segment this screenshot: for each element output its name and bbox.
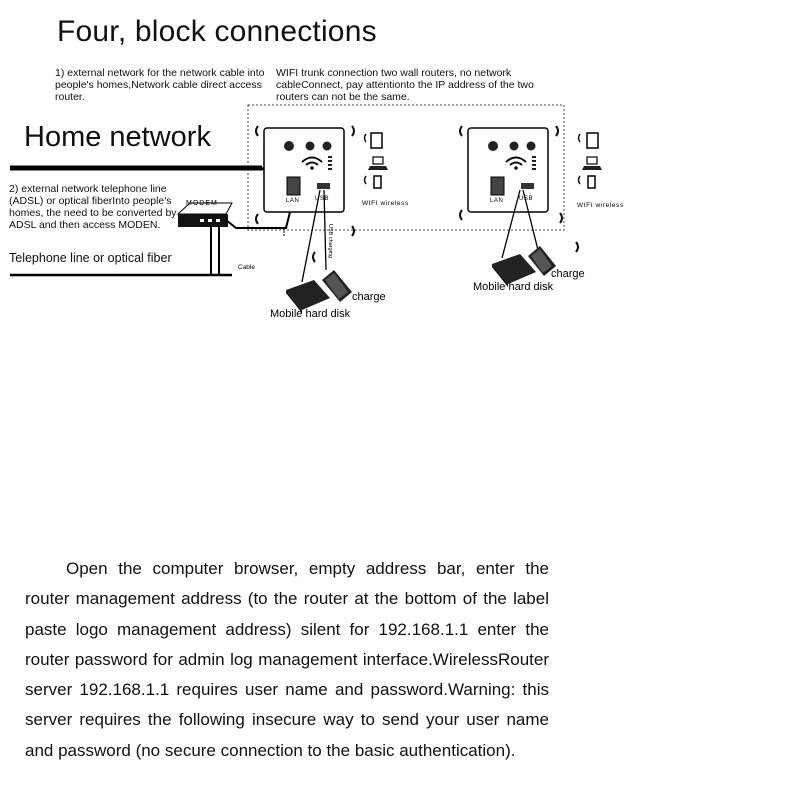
usb-label-left: USB: [315, 196, 329, 202]
usb-charging-label: USB charging: [327, 224, 333, 258]
hard-disk-label-right: Mobile hard disk: [473, 281, 554, 293]
home-network-heading: Home network: [24, 121, 211, 153]
hard-disk-left-icon: [286, 280, 330, 313]
usb-cable-right: [501, 189, 521, 259]
phone-left-icon: [322, 270, 352, 302]
charge-label-left: charge: [352, 291, 386, 303]
wifi-wireless-label-left: WIFI wireless: [362, 200, 409, 207]
cable-label: Cable: [238, 264, 255, 271]
wireless-devices-right-icon: [577, 132, 602, 189]
lan-label-right: LAN: [490, 198, 503, 204]
signal-arcs-icon: [255, 125, 579, 263]
modem-label: MODEM: [186, 200, 218, 207]
phone-right-icon: [528, 246, 556, 276]
charge-label-right: charge: [551, 268, 585, 280]
instructions-text: Open the computer browser, empty address…: [25, 559, 549, 760]
wireless-devices-left-icon: [363, 132, 388, 189]
modem-icon: [176, 202, 233, 227]
telephone-label: Telephone line or optical fiber: [9, 251, 172, 265]
usb-label-right: USB: [519, 196, 533, 202]
instructions-paragraph: Open the computer browser, empty address…: [25, 554, 549, 766]
network-diagram: MODEM Cable LAN USB LAN USB WIFI wireles…: [10, 104, 624, 320]
lan-label-left: LAN: [286, 198, 299, 204]
external-cable-note: 1) external network for the network cabl…: [55, 67, 265, 103]
page-title: Four, block connections: [57, 15, 377, 48]
router-panel-left: [263, 127, 345, 213]
wifi-trunk-note: WIFI trunk connection two wall routers, …: [276, 67, 534, 103]
hard-disk-right-icon: [492, 254, 536, 287]
modem-cable: [225, 211, 291, 229]
router-panel-right: [467, 127, 549, 213]
adsl-note: 2) external network telephone line (ADSL…: [9, 183, 177, 231]
wifi-zone-boundary: [247, 104, 565, 231]
wifi-wireless-label-right: WIFI wireless: [577, 202, 624, 209]
hard-disk-label-left: Mobile hard disk: [270, 308, 351, 320]
usb-cable-left: [301, 189, 321, 283]
